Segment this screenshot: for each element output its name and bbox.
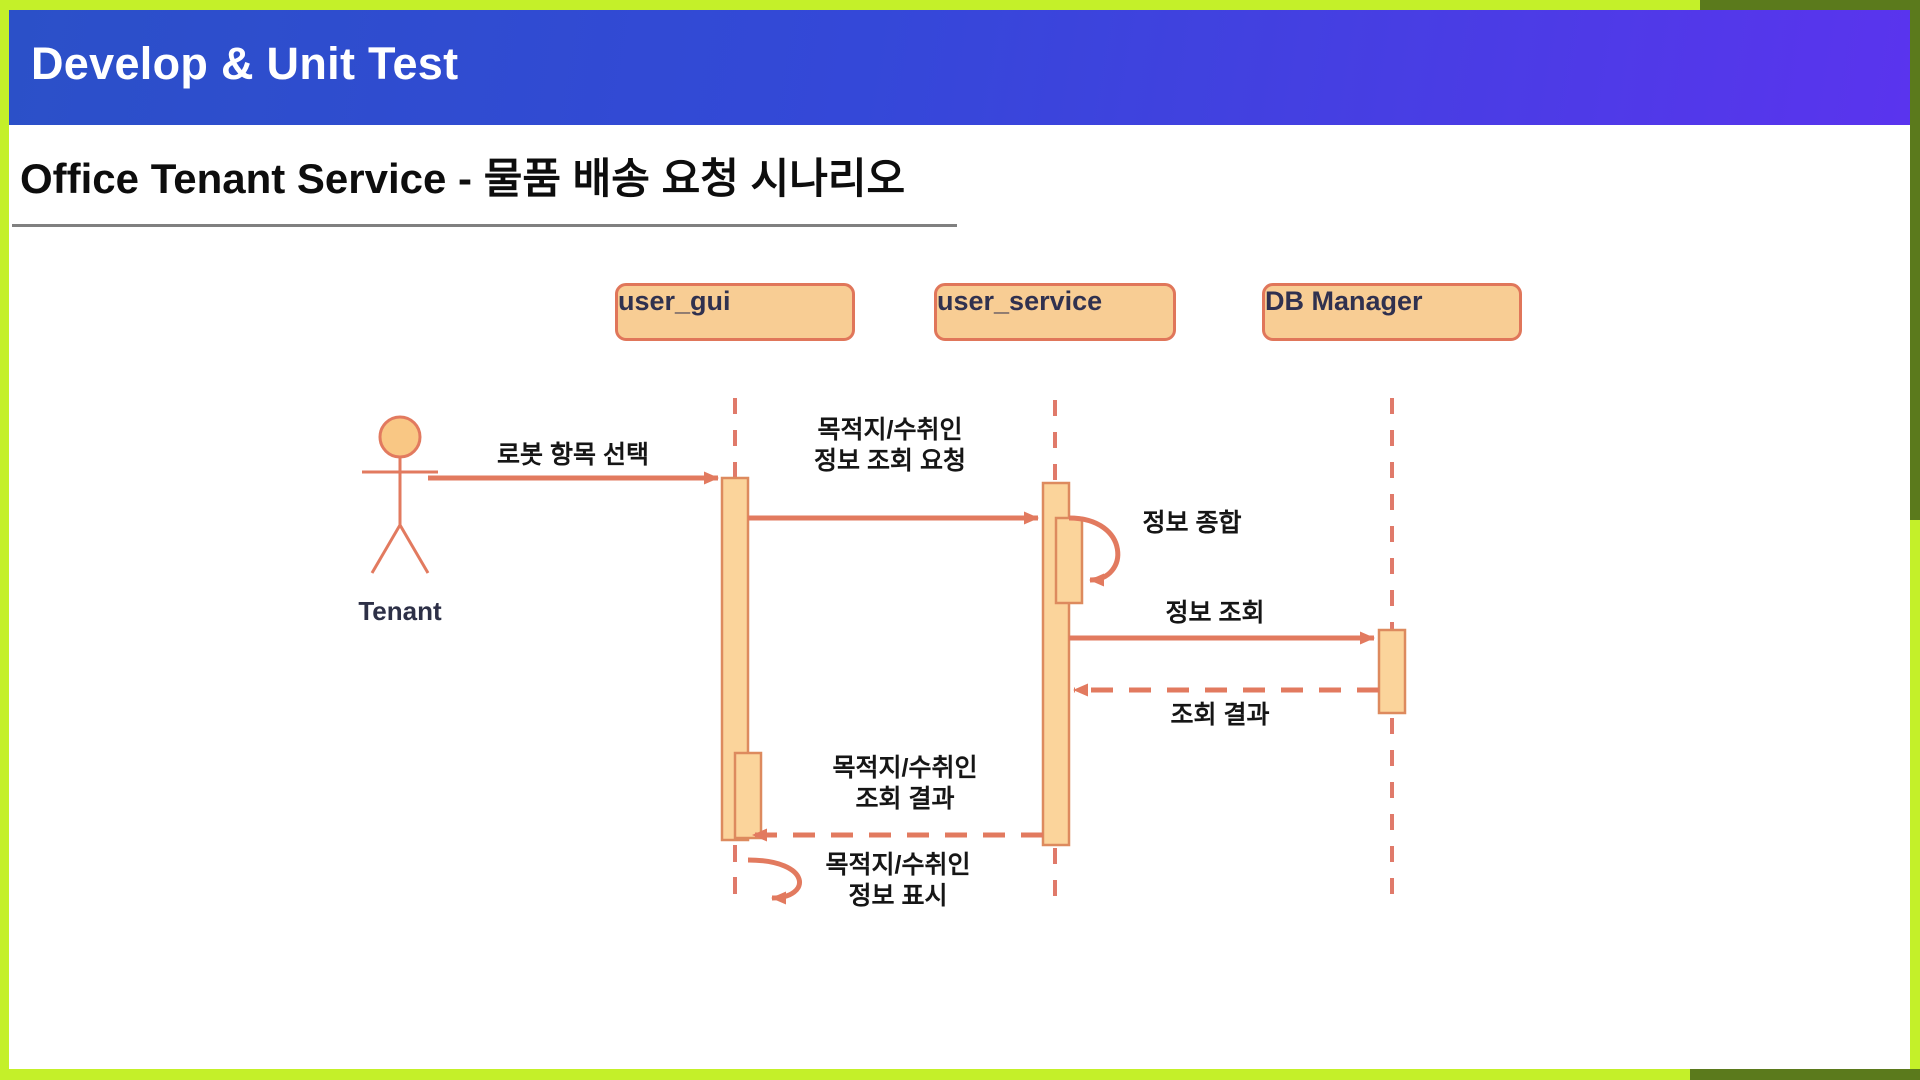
message-label-5: 조회 결과 <box>1170 701 1270 729</box>
sequence-diagram-svg <box>362 398 1407 905</box>
actor-tenant-figure <box>362 415 438 574</box>
activation-user-gui-nested <box>733 751 763 840</box>
participant-box-user-gui[interactable]: user_gui <box>615 283 855 341</box>
message-arrow-7-self <box>747 857 802 905</box>
slide-border-left <box>0 0 9 1080</box>
activation-user-service-nested <box>1054 516 1084 605</box>
participant-box-user-service[interactable]: user_service <box>934 283 1176 341</box>
slide-border-right-dark <box>1910 0 1920 520</box>
sequence-diagram: user_gui user_service DB Manager Tenant … <box>0 250 1920 1010</box>
participant-label-user-gui: user_gui <box>618 286 731 316</box>
participant-label-user-service: user_service <box>937 286 1103 316</box>
activation-group <box>720 476 1407 847</box>
activation-db-manager <box>1377 628 1407 715</box>
slide-border-top <box>0 0 1700 10</box>
participant-label-db-manager: DB Manager <box>1265 286 1423 316</box>
message-label-1: 로봇 항목 선택 <box>497 441 649 469</box>
slide-subtitle: Office Tenant Service - 물품 배송 요청 시나리오 <box>20 155 906 202</box>
slide-border-top-dark <box>1700 0 1920 10</box>
subtitle-divider <box>12 224 957 227</box>
slide-border-bottom-dark <box>1690 1069 1920 1080</box>
message-label-4: 정보 조회 <box>1165 599 1265 627</box>
slide-border-right <box>1910 520 1920 1080</box>
message-arrow-3-self <box>1068 515 1121 587</box>
participant-box-db-manager[interactable]: DB Manager <box>1262 283 1522 341</box>
page-title: Develop & Unit Test <box>31 38 459 89</box>
slide-border-bottom <box>0 1069 1920 1080</box>
header-band: Develop & Unit Test <box>9 10 1910 125</box>
message-label-3: 정보 종합 <box>1142 509 1242 537</box>
actor-label-tenant: Tenant <box>358 596 442 626</box>
